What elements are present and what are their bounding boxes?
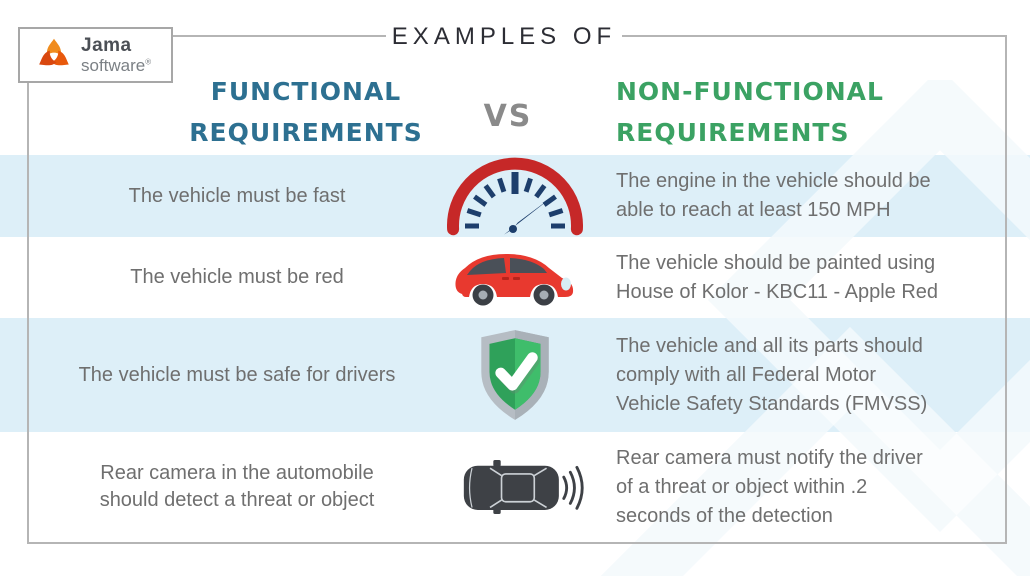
non-functional-header-line2: REQUIREMENTS xyxy=(616,118,850,147)
functional-line: should detect a threat or object xyxy=(99,489,375,511)
table-row-fast: The vehicle must be fast xyxy=(0,155,1030,237)
page-title: EXAMPLES OF xyxy=(391,23,617,50)
functional-requirement-text: The vehicle must be red xyxy=(0,237,440,318)
non-functional-line: House of Kolor - KBC11 - Apple Red xyxy=(616,280,939,303)
non-functional-requirement-text: The vehicle should be painted using Hous… xyxy=(590,237,1030,318)
logo-text-software: software® xyxy=(81,57,151,74)
frame-line-left xyxy=(27,79,29,544)
non-functional-line: The vehicle should be painted using xyxy=(616,251,936,274)
jama-logo-icon xyxy=(39,38,69,66)
table-row-rear-camera: Rear camera in the automobile should det… xyxy=(0,432,1030,542)
non-functional-line: Vehicle Safety Standards (FMVSS) xyxy=(616,392,928,415)
functional-requirements-header: FUNCTIONAL REQUIREMENTS xyxy=(181,71,431,153)
non-functional-line: comply with all Federal Motor xyxy=(616,363,877,386)
non-functional-requirement-text: The vehicle and all its parts should com… xyxy=(590,318,1030,432)
speedometer-icon xyxy=(440,155,590,237)
functional-line: The vehicle must be red xyxy=(130,266,344,288)
non-functional-requirements-header: NON-FUNCTIONAL REQUIREMENTS xyxy=(616,71,926,153)
shield-check-icon xyxy=(440,318,590,432)
logo-text-software-word: software xyxy=(81,56,146,75)
functional-requirement-text: The vehicle must be safe for drivers xyxy=(0,318,440,432)
non-functional-line: of a threat or object within .2 xyxy=(616,475,868,498)
functional-line: Rear camera in the automobile xyxy=(100,462,374,484)
table-row-safe: The vehicle must be safe for drivers The… xyxy=(0,318,1030,432)
frame-line-top-right xyxy=(622,35,1007,37)
car-rear-sensor-icon xyxy=(440,432,590,542)
non-functional-line: Rear camera must notify the driver xyxy=(616,446,923,469)
functional-requirement-text: The vehicle must be fast xyxy=(0,155,440,237)
functional-line: The vehicle must be fast xyxy=(128,184,346,207)
logo-text-jama: Jama xyxy=(81,35,132,56)
functional-header-line1: FUNCTIONAL xyxy=(210,77,402,106)
jama-logo-box: Jama software® xyxy=(18,27,173,83)
functional-requirement-text: Rear camera in the automobile should det… xyxy=(0,432,440,542)
red-car-icon xyxy=(440,237,590,318)
functional-line: The vehicle must be safe for drivers xyxy=(78,363,396,386)
non-functional-line: able to reach at least 150 MPH xyxy=(616,199,891,221)
non-functional-header-line1: NON-FUNCTIONAL xyxy=(616,77,884,106)
non-functional-line: The engine in the vehicle should be xyxy=(616,170,931,192)
vs-label: VS xyxy=(483,99,533,134)
functional-header-line2: REQUIREMENTS xyxy=(189,118,423,147)
frame-line-top-left xyxy=(171,35,386,37)
frame-line-bottom xyxy=(27,542,1007,544)
table-row-red: The vehicle must be red The vehicle shou… xyxy=(0,237,1030,318)
non-functional-requirement-text: The engine in the vehicle should be able… xyxy=(590,155,1030,237)
non-functional-line: The vehicle and all its parts should xyxy=(616,334,923,357)
non-functional-line: seconds of the detection xyxy=(616,504,833,527)
registered-mark: ® xyxy=(145,57,152,67)
non-functional-requirement-text: Rear camera must notify the driver of a … xyxy=(590,432,1030,542)
